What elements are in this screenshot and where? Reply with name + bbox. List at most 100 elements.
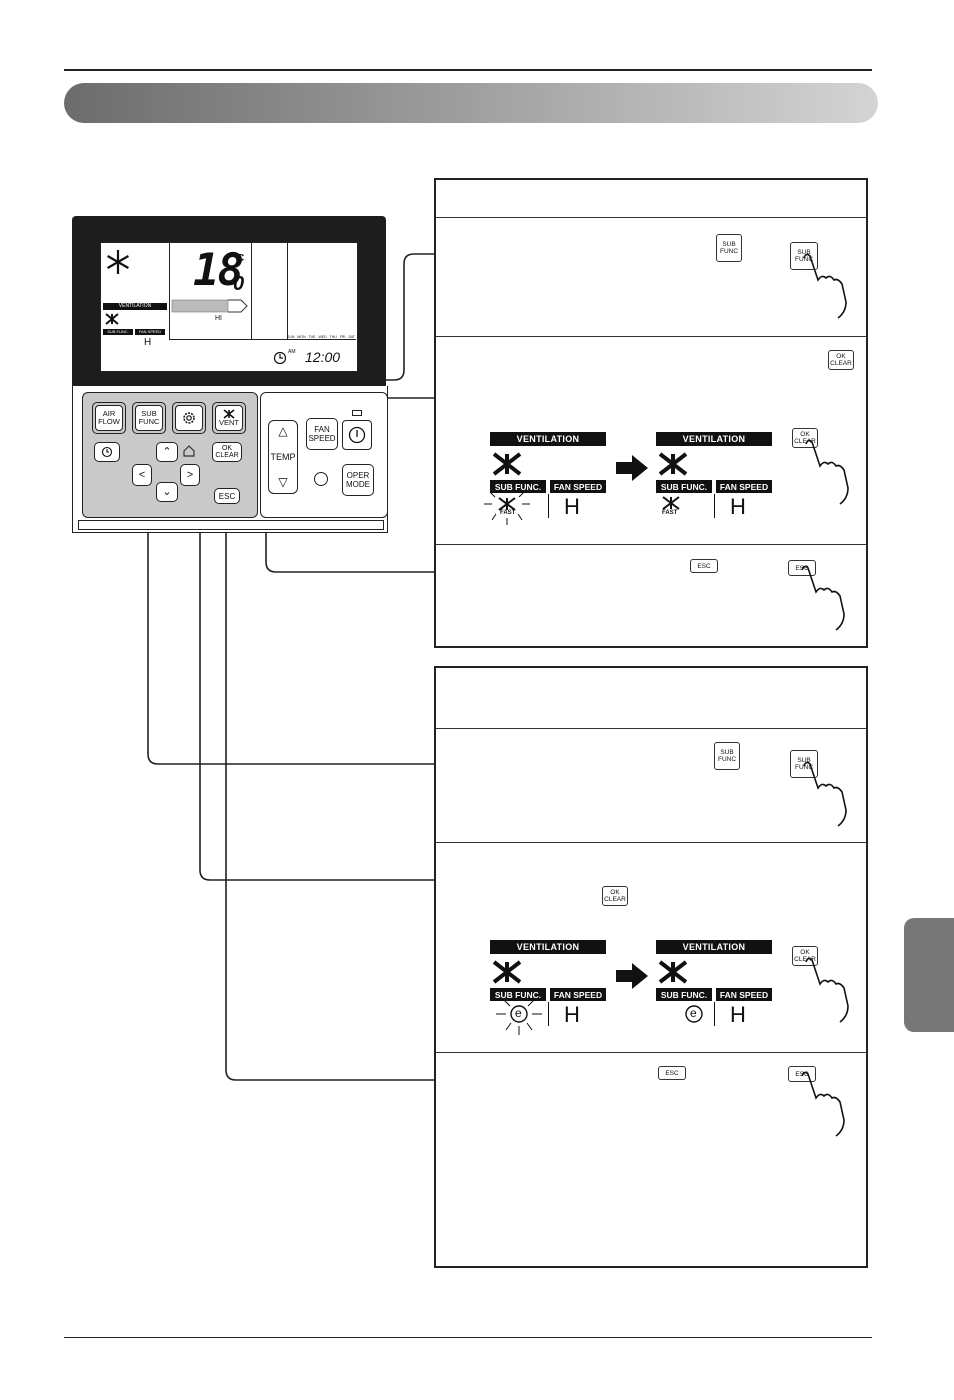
display-fan-speed-label: FAN SPEED — [550, 480, 606, 493]
sensor-circle — [314, 472, 328, 486]
display-ventilation-bar: VENTILATION — [656, 940, 772, 954]
left-arrow-button[interactable]: < — [132, 464, 152, 486]
display-divider — [714, 1002, 715, 1026]
display-sub-func-label: SUB FUNC. — [490, 988, 546, 1001]
lcd-divider-v2 — [251, 243, 252, 339]
clock-icon — [101, 446, 113, 458]
arrow-right-icon — [616, 455, 648, 481]
timer-button[interactable] — [94, 442, 120, 462]
lcd-divider-h — [169, 339, 356, 340]
down-arrow-button[interactable]: ⌄ — [156, 482, 178, 502]
temp-down-icon: ▽ — [278, 475, 288, 489]
esc-button[interactable]: ESC — [214, 488, 240, 504]
vent-icon — [223, 409, 235, 419]
display-eco-label: e — [690, 1006, 697, 1020]
vent-icon — [492, 960, 522, 984]
vent-icon — [658, 452, 688, 476]
display-divider — [548, 494, 549, 518]
lcd-bar-label: HI — [215, 315, 222, 322]
temp-label: TEMP — [270, 451, 296, 462]
eco-blink-icon — [496, 999, 542, 1035]
temp-up-icon: △ — [278, 424, 288, 438]
vent-icon — [658, 960, 688, 984]
lcd-divider-v3 — [287, 243, 288, 339]
gear-icon — [183, 412, 195, 424]
lcd-day: TUE — [308, 335, 316, 339]
top-rule — [64, 69, 872, 71]
lcd-day: SUN — [287, 335, 295, 339]
display-ventilation-bar: VENTILATION — [490, 432, 606, 446]
lcd-day: WED — [318, 335, 327, 339]
fan-speed-bar-icon — [171, 299, 248, 313]
display-ventilation-bar: VENTILATION — [656, 432, 772, 446]
display-fast-label: FAST — [662, 510, 678, 516]
right-arrow-button[interactable]: > — [180, 464, 200, 486]
pressing-hand-icon — [801, 1071, 845, 1137]
vent-icon — [492, 452, 522, 476]
display-sub-func-label: SUB FUNC. — [656, 480, 712, 493]
lcd-temp-decimal: 0 — [233, 273, 245, 295]
lcd-fan-speed-label: FAN SPEED — [135, 329, 165, 335]
display-ventilation-bar: VENTILATION — [490, 940, 606, 954]
lcd-days-row: SUN MON TUE WED THU FRI SAT — [287, 335, 355, 339]
up-arrow-button[interactable]: ⌃ — [156, 442, 178, 462]
lcd-fan-speed-value: H — [144, 337, 152, 348]
esc-key-icon: ESC — [690, 559, 718, 573]
box-sep — [436, 842, 866, 843]
lcd-screen: 18 0 °C HI VENTILATION SUB FUNC. FAN SPE… — [100, 242, 358, 372]
box-sep — [436, 217, 866, 218]
display-divider — [548, 1002, 549, 1026]
esc-key-icon: ESC — [658, 1066, 686, 1080]
snowflake-icon — [107, 250, 129, 274]
fast-blink-icon — [484, 491, 530, 525]
display-speed-value: H — [564, 494, 580, 519]
display-speed-value: H — [730, 1002, 746, 1027]
clock-icon — [273, 351, 287, 365]
vent-button[interactable]: VENT — [212, 402, 246, 434]
home-icon — [183, 445, 195, 457]
display-sub-func-label: SUB FUNC. — [490, 480, 546, 493]
pressing-hand-icon — [803, 253, 847, 319]
power-indicator — [352, 410, 362, 416]
section-banner — [64, 83, 878, 123]
temp-rocker[interactable]: △ TEMP ▽ — [268, 420, 298, 494]
eco-icon — [685, 1005, 703, 1023]
pressing-hand-icon — [805, 957, 849, 1023]
settings-button[interactable] — [172, 402, 206, 434]
pressing-hand-icon — [805, 439, 849, 505]
pressing-hand-icon — [801, 565, 845, 631]
display-divider — [714, 494, 715, 518]
box-sep — [436, 336, 866, 337]
lcd-temp-unit: °C — [233, 253, 245, 264]
display-fan-speed-label: FAN SPEED — [716, 988, 772, 1001]
lcd-sub-func-label: SUB FUNC. — [103, 329, 133, 335]
lcd-day: SAT — [348, 335, 355, 339]
display-eco-label: e — [515, 1006, 522, 1020]
lcd-clock-time: 12:00 — [305, 349, 341, 365]
display-fan-speed-label: FAN SPEED — [550, 988, 606, 1001]
remote-bottom-strip — [78, 520, 384, 530]
lcd-day: MON — [297, 335, 306, 339]
display-speed-value: H — [730, 494, 746, 519]
power-icon — [348, 426, 366, 444]
box-sep — [436, 1052, 866, 1053]
display-fan-speed-label: FAN SPEED — [716, 480, 772, 493]
power-button[interactable] — [342, 420, 372, 450]
lcd-day: FRI — [339, 335, 346, 339]
box-sep — [436, 728, 866, 729]
lcd-ventilation-label: VENTILATION — [103, 303, 167, 310]
lcd-clock-ampm: AM — [288, 349, 296, 355]
pressing-hand-icon — [803, 761, 847, 827]
display-speed-value: H — [564, 1002, 580, 1027]
